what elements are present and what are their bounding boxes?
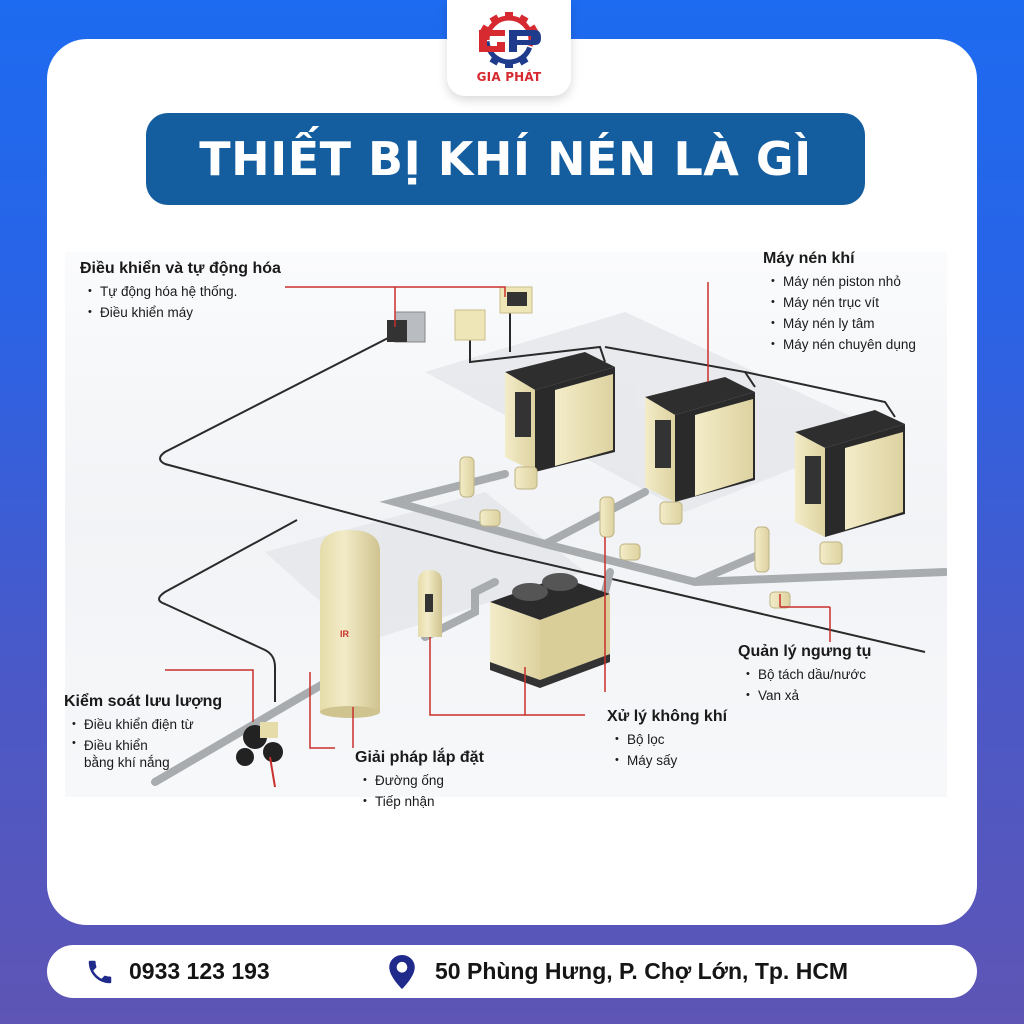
brand-name: GIA PHÁT [476, 70, 542, 84]
label-condensate-management: Quản lý ngưng tụ Bộ tách dầu/nước Van xả [738, 643, 871, 706]
label-item: Tiếp nhận [355, 791, 484, 812]
phone-contact[interactable]: 0933 123 193 [85, 957, 270, 987]
label-item: Bộ tách dầu/nước [738, 664, 871, 685]
label-item: Van xả [738, 685, 871, 706]
flow-control-valve [236, 722, 283, 788]
label-item: Máy nén trục vít [763, 292, 916, 313]
label-item: Đường ống [355, 770, 484, 791]
address-contact[interactable]: 50 Phùng Hưng, P. Chợ Lớn, Tp. HCM [389, 954, 849, 989]
address-text: 50 Phùng Hưng, P. Chợ Lớn, Tp. HCM [435, 958, 849, 984]
label-item: Máy nén ly tâm [763, 313, 916, 334]
compressor-2 [645, 377, 755, 502]
control-computer [387, 311, 426, 343]
label-item: Bộ lọc [607, 729, 727, 750]
contact-bar: 0933 123 193 50 Phùng Hưng, P. Chợ Lớn, … [47, 945, 977, 998]
label-heading: Xử lý không khí [607, 708, 728, 725]
air-dryer [490, 573, 610, 688]
svg-text:IR: IR [340, 629, 350, 639]
map-pin-icon [389, 954, 415, 989]
label-heading: Máy nén khí [763, 250, 855, 267]
label-item: Máy nén chuyên dụng [763, 334, 916, 355]
label-air-compressors: Máy nén khí Máy nén piston nhỏ Máy nén t… [763, 250, 916, 355]
diagram-illustration: IR [151, 282, 947, 788]
label-item: Tự động hóa hệ thống. [80, 281, 281, 302]
phone-icon [88, 960, 112, 983]
air-receiver-tank: IR [320, 530, 380, 718]
label-heading: Kiểm soát lưu lượng [64, 693, 223, 710]
compressor-1 [505, 352, 615, 472]
label-item: Máy sấy [607, 750, 727, 771]
label-item: Điều khiển điện từ [64, 714, 222, 735]
label-installation-solutions: Giải pháp lắp đặt Đường ống Tiếp nhận [355, 749, 484, 812]
label-air-treatment: Xử lý không khí Bộ lọc Máy sấy [607, 708, 727, 771]
label-item: Điều khiển bằng khí nắng [64, 735, 222, 771]
label-heading: Điều khiển và tự động hóa [80, 260, 281, 277]
page-title: THIẾT BỊ KHÍ NÉN LÀ GÌ [146, 113, 865, 205]
phone-number: 0933 123 193 [129, 958, 270, 984]
gear-logo-icon [479, 12, 541, 68]
label-heading: Giải pháp lắp đặt [355, 749, 484, 766]
label-heading: Quản lý ngưng tụ [738, 643, 872, 660]
brand-logo: GIA PHÁT [447, 0, 571, 96]
label-item: Điều khiển máy [80, 302, 281, 323]
label-item: Máy nén piston nhỏ [763, 271, 916, 292]
label-flow-control: Kiểm soát lưu lượng Điều khiển điện từ Đ… [64, 693, 222, 771]
label-control-automation: Điều khiển và tự động hóa Tự động hóa hệ… [80, 260, 281, 323]
compressor-3 [795, 410, 905, 537]
